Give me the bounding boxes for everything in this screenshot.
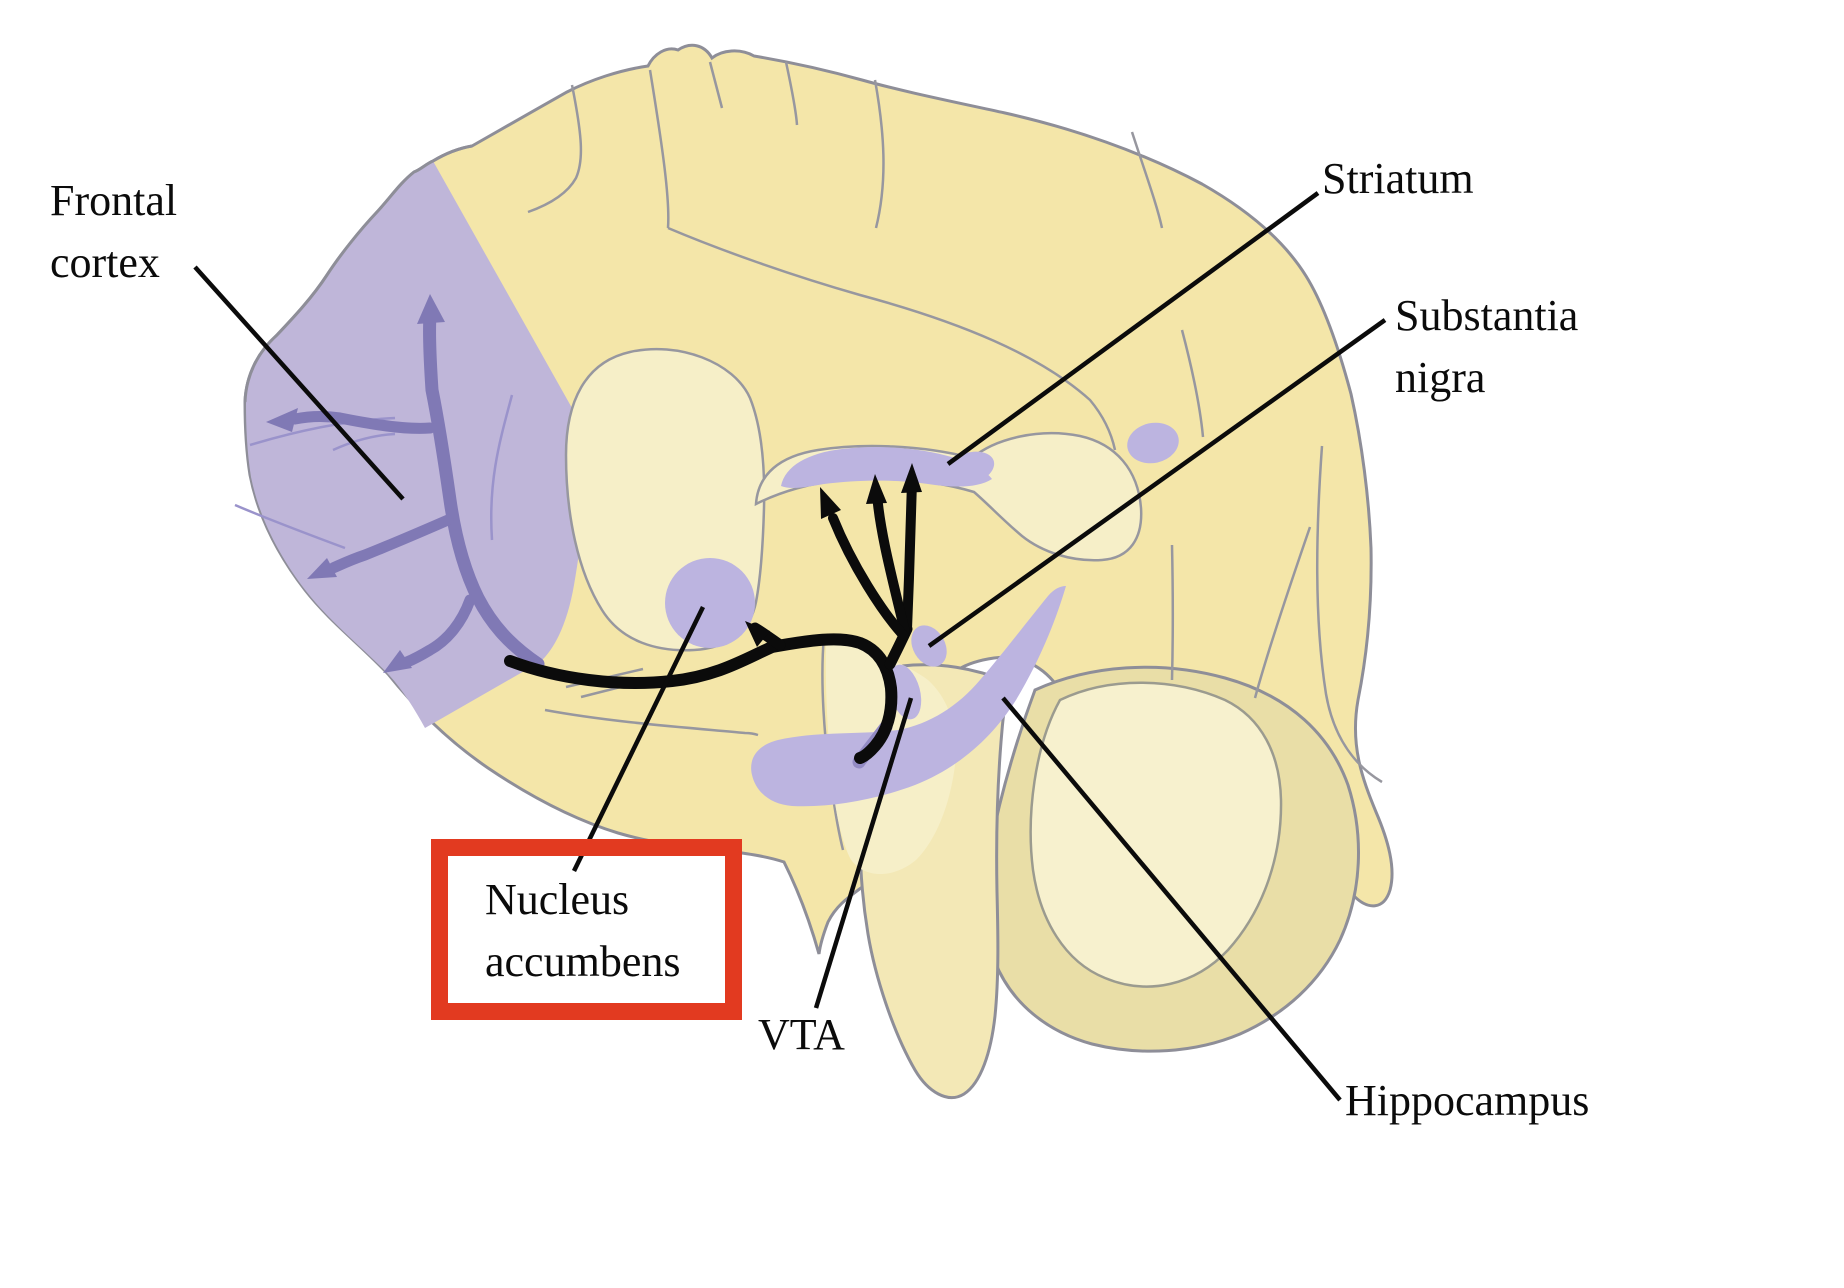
- arbor-branch-lower: [401, 594, 476, 668]
- striatum-pointer: [946, 191, 1320, 466]
- mesocortical-arbor: [289, 308, 545, 671]
- arbor-branch-middle: [327, 514, 454, 574]
- arrowhead-striatum-middle: [866, 474, 887, 504]
- cerebellum-inner: [1029, 681, 1283, 988]
- label-striatum: Striatum: [1322, 154, 1474, 203]
- label-sn-line2: nigra: [1395, 353, 1486, 402]
- label-frontal-line2: cortex: [50, 238, 160, 287]
- arrowhead-stem: [417, 294, 445, 324]
- arbor-stem: [423, 308, 545, 671]
- label-nacc-line2: accumbens: [485, 937, 681, 986]
- arrowhead-striatum-left: [820, 487, 841, 519]
- nucleus-accumbens-highlight-box: [431, 839, 742, 1020]
- label-nacc-line1: Nucleus: [485, 875, 630, 924]
- frontal-cortex-region: [246, 161, 590, 728]
- hippocampus-shape: [751, 586, 1066, 807]
- striatum-shape: [781, 447, 992, 488]
- frontal-cortex-pointer: [193, 265, 405, 501]
- label-frontal-cortex: Frontal cortex: [50, 170, 177, 294]
- striatal-arrow-right: [902, 477, 917, 634]
- arbor-branch-upper: [289, 410, 436, 434]
- substantia-nigra-pointer: [927, 318, 1387, 648]
- cerebrum-outline-stroke: [243, 144, 473, 403]
- arrowhead-lower: [383, 650, 412, 673]
- hippocampus-pointer: [1001, 696, 1342, 1102]
- caudate-tail-shape: [1127, 422, 1179, 464]
- nucleus-accumbens-shape: [665, 558, 755, 648]
- mesocortical-arrowheads: [266, 294, 445, 673]
- label-nucleus-accumbens: Nucleus accumbens: [485, 869, 680, 993]
- arrowhead-middle: [307, 558, 337, 579]
- nucleus-accumbens-pointer: [571, 606, 706, 872]
- vta-pointer: [813, 697, 914, 1009]
- label-hippocampus: Hippocampus: [1345, 1076, 1590, 1125]
- striatal-arrow-left: [828, 513, 909, 641]
- frontal-sulci: [234, 394, 514, 550]
- label-vta: VTA: [758, 1010, 845, 1059]
- label-frontal-line1: Frontal: [50, 176, 178, 225]
- label-sn-line1: Substantia: [1395, 291, 1579, 340]
- mesolimbic-trunk: [504, 633, 898, 764]
- arrowhead-upper: [266, 408, 298, 432]
- label-substantia-nigra: Substantia nigra: [1395, 285, 1578, 409]
- pathway-arrowheads: [745, 463, 922, 647]
- arrowhead-striatum-right: [901, 463, 922, 493]
- striatal-arrow-middle: [872, 489, 910, 637]
- arrowhead-accumbens: [745, 621, 770, 647]
- label-pointer-lines: [193, 191, 1387, 1102]
